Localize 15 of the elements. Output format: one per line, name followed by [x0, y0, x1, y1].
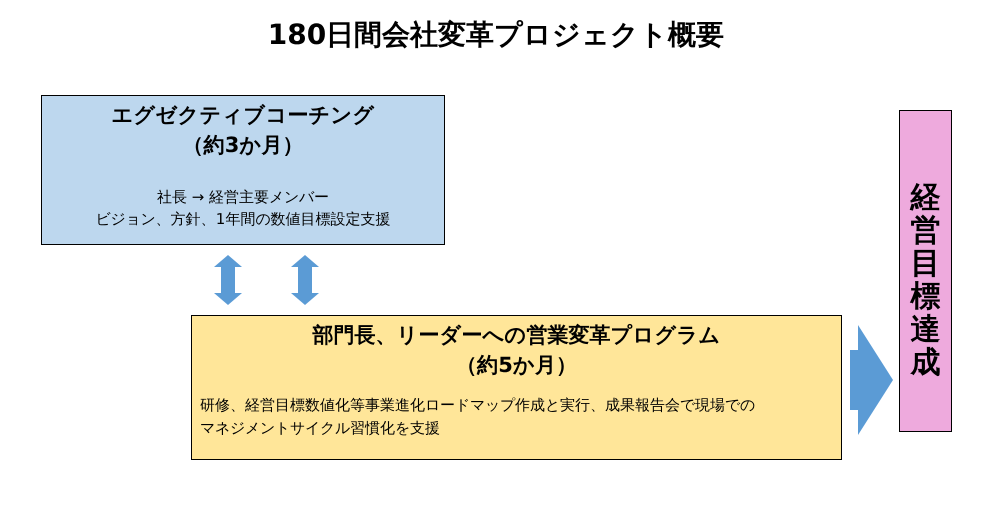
- double-arrow: [291, 255, 319, 305]
- box-heading: 部門長、リーダーへの営業変革プログラム: [312, 322, 720, 349]
- box-heading: エグゼクティブコーチング: [112, 102, 374, 129]
- flow-text: 社長 → 経営主要メンバー: [156, 187, 330, 208]
- title: 180日間会社変革プロジェクト概要: [266, 17, 726, 53]
- block-arrow: [850, 325, 893, 435]
- body-text: 研修、経営目標数値化等事業進化ロードマップ作成と実行、成果報告会で現場でのマネジメントサイクル習慣化を支援: [199, 395, 756, 439]
- vertical-heading: 経営目標達成: [910, 181, 940, 379]
- duration-text: （約3か月）: [182, 132, 304, 159]
- double-arrow: [214, 255, 242, 305]
- goal-bar: [899, 110, 952, 432]
- body-text: ビジョン、方針、1年間の数値目標設定支援: [96, 209, 390, 230]
- duration-text: （約5か月）: [456, 352, 577, 379]
- program-box: [41, 95, 445, 245]
- program-box: [191, 315, 842, 460]
